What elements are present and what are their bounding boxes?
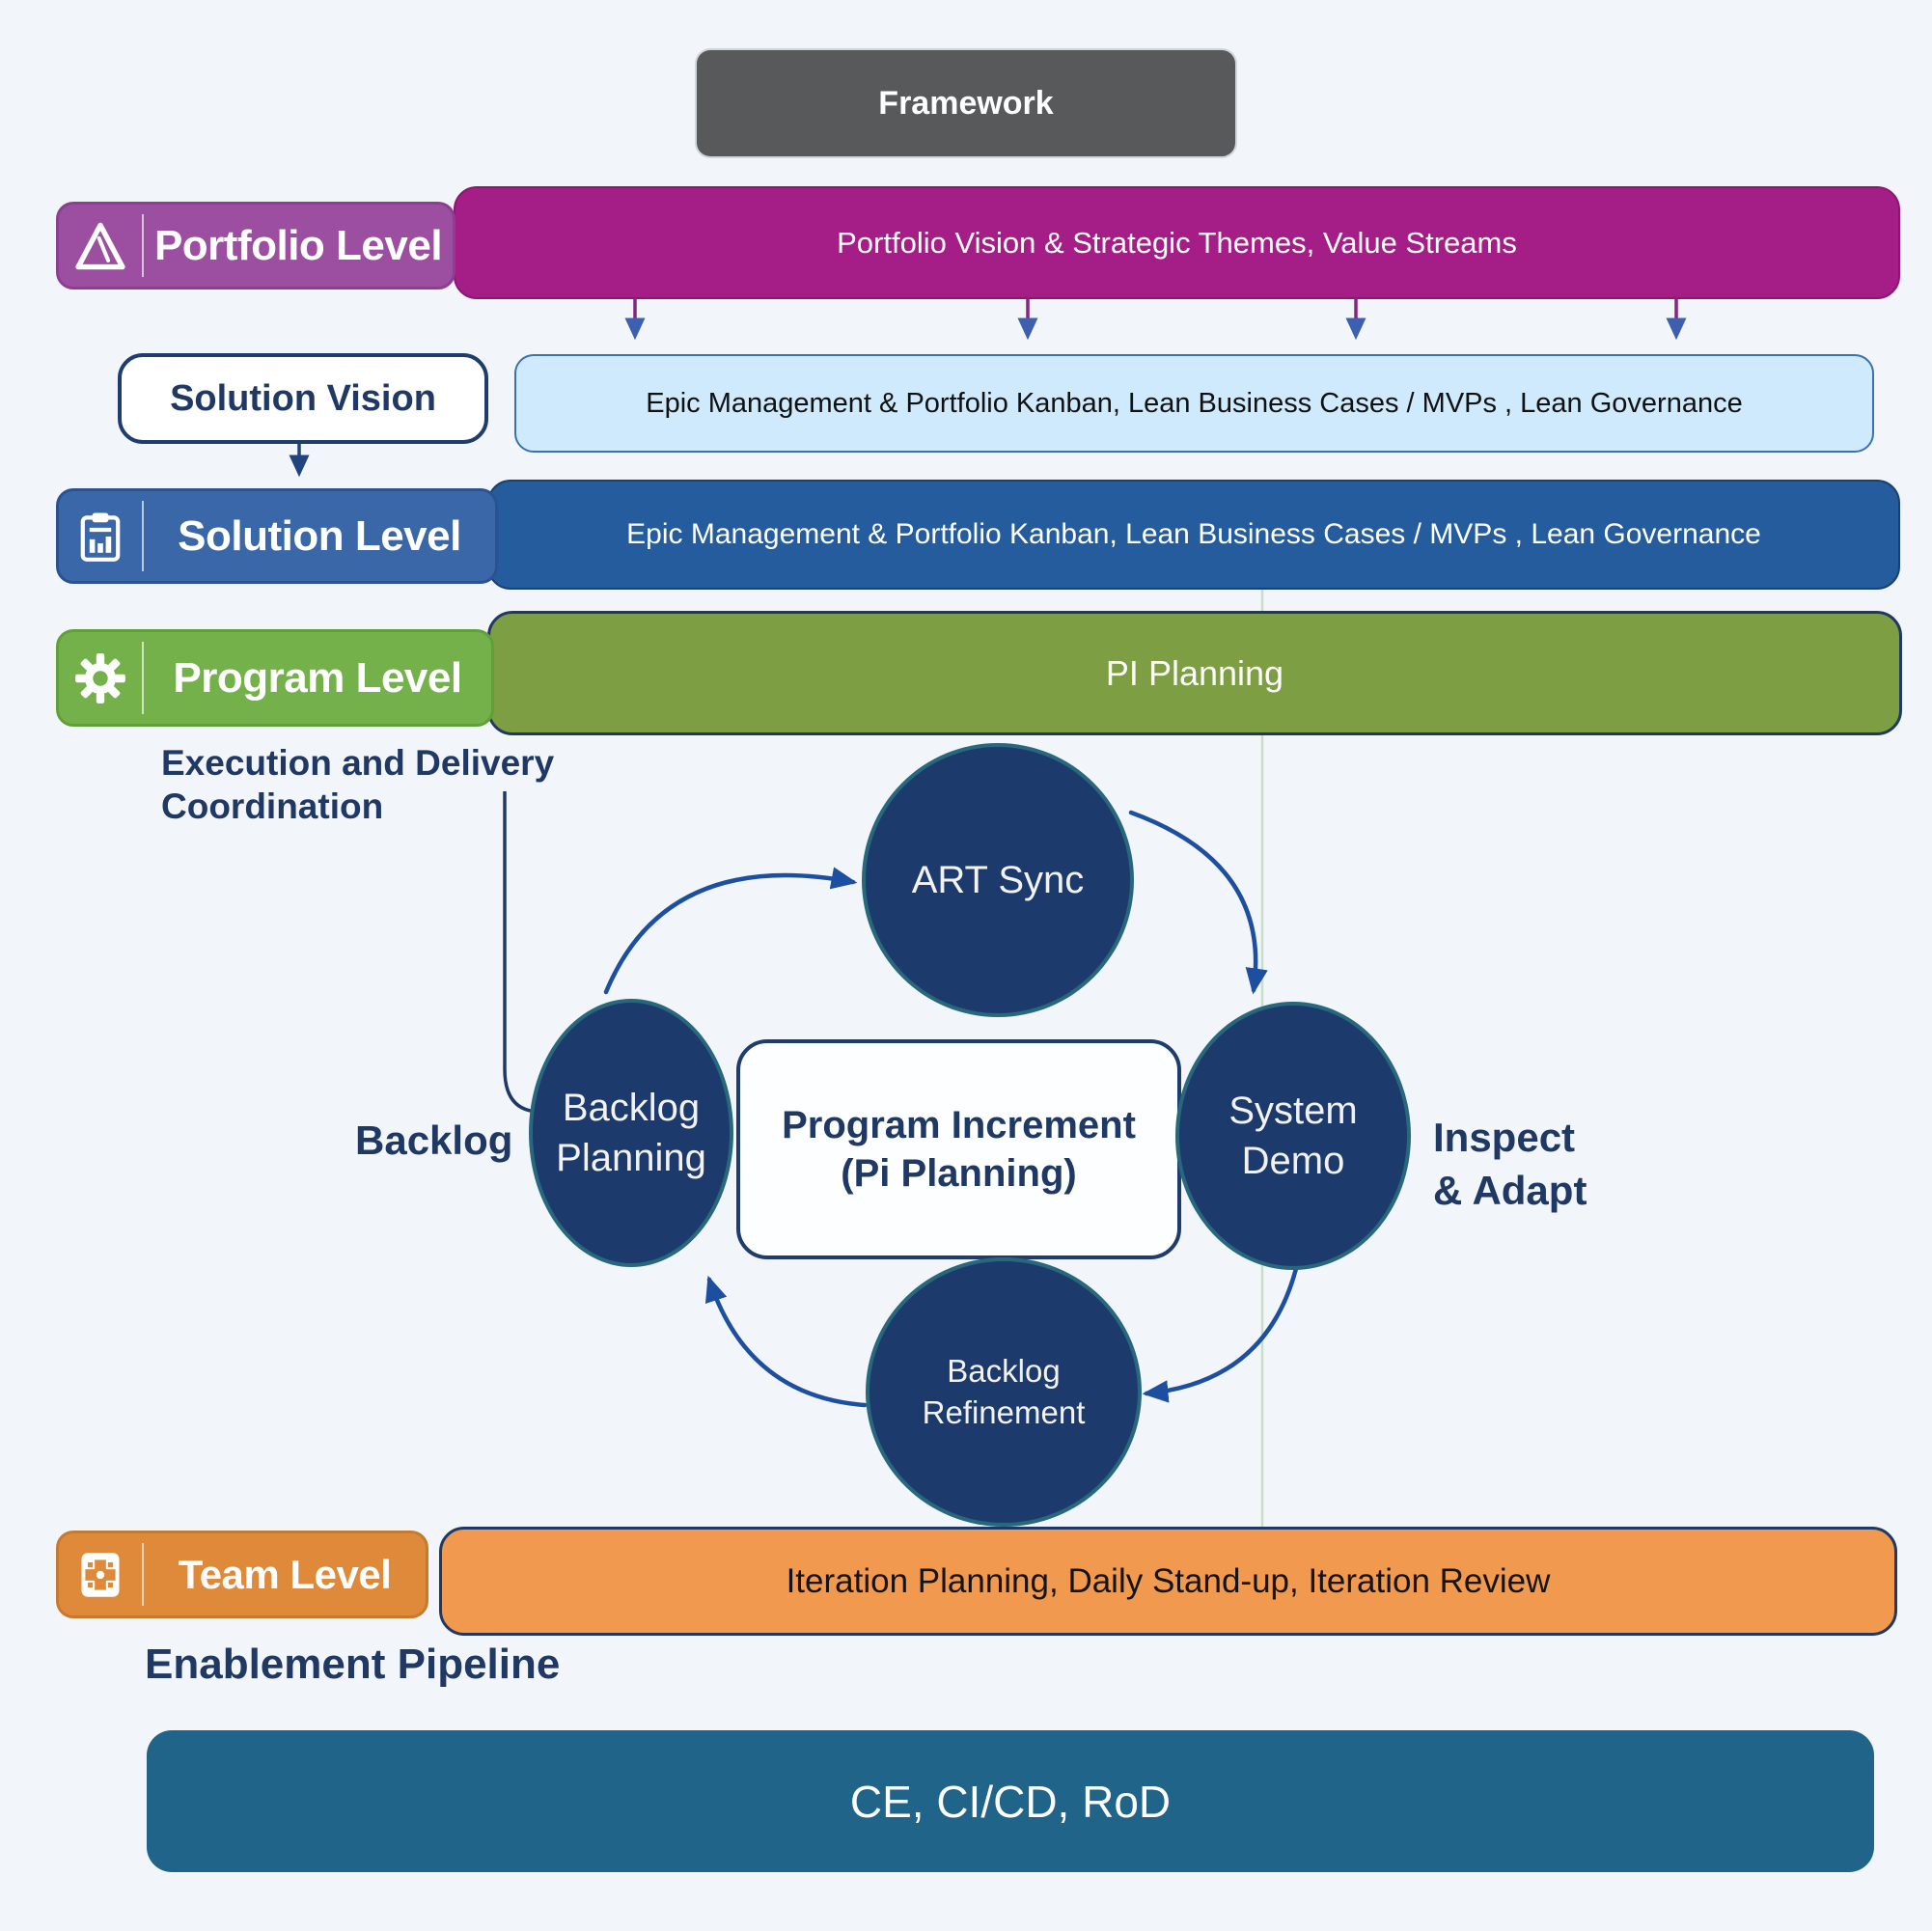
system-demo-line1: System bbox=[1228, 1090, 1358, 1132]
portfolio-vision-bar-text: Portfolio Vision & Strategic Themes, Val… bbox=[837, 225, 1517, 260]
inspect-adapt-line1: Inspect bbox=[1433, 1115, 1576, 1160]
team-level-text: Team Level bbox=[178, 1551, 392, 1597]
label-divider bbox=[142, 501, 144, 571]
label-divider bbox=[142, 1543, 144, 1606]
system-demo-circle: System Demo bbox=[1175, 1002, 1411, 1270]
inspect-adapt-line2: & Adapt bbox=[1433, 1167, 1587, 1213]
label-divider bbox=[142, 642, 144, 714]
solution-level-text: Solution Level bbox=[178, 511, 461, 560]
execution-delivery-label: Execution and Delivery Coordination bbox=[161, 741, 644, 828]
backlog-side-label: Backlog bbox=[355, 1117, 513, 1163]
backlog-planning-line1: Backlog bbox=[562, 1087, 701, 1129]
solution-level-label: Solution Level bbox=[56, 488, 498, 584]
portfolio-vision-bar: Portfolio Vision & Strategic Themes, Val… bbox=[454, 186, 1900, 299]
pi-planning-bar-text: PI Planning bbox=[1105, 652, 1284, 693]
iteration-bar-text: Iteration Planning, Daily Stand-up, Iter… bbox=[786, 1561, 1551, 1600]
portfolio-drop-arrows bbox=[624, 298, 1687, 341]
system-demo-line2: Demo bbox=[1241, 1140, 1345, 1182]
inspect-adapt-label: Inspect & Adapt bbox=[1433, 1112, 1587, 1217]
solution-vision-box: Solution Vision bbox=[118, 353, 488, 444]
program-increment-box: Program Increment (Pi Planning) bbox=[736, 1039, 1181, 1259]
backlog-refinement-circle: Backlog Refinement bbox=[866, 1257, 1142, 1527]
program-level-text: Program Level bbox=[173, 653, 462, 702]
execution-delivery-line1: Execution and Delivery bbox=[161, 743, 555, 783]
solution-vision-text: Solution Vision bbox=[170, 377, 436, 419]
clipboard-chart-icon bbox=[59, 510, 142, 564]
label-divider bbox=[142, 214, 144, 277]
pi-planning-bar: PI Planning bbox=[487, 611, 1902, 735]
execution-delivery-line2: Coordination bbox=[161, 786, 384, 827]
arrow-backlog-refinement-to-backlog-planning bbox=[704, 1275, 868, 1408]
epic-management-bar-text: Epic Management & Portfolio Kanban, Lean… bbox=[646, 387, 1743, 419]
backlog-planning-circle: Backlog Planning bbox=[529, 999, 733, 1267]
art-sync-circle: ART Sync bbox=[862, 743, 1134, 1017]
program-increment-line2: (Pi Planning) bbox=[841, 1152, 1077, 1195]
framework-title-box: Framework bbox=[697, 50, 1235, 156]
enablement-pipeline-bar: CE, CI/CD, RoD bbox=[147, 1730, 1874, 1872]
backlog-refinement-line2: Refinement bbox=[922, 1393, 1086, 1430]
gear-icon bbox=[59, 651, 142, 705]
arrow-system-demo-to-backlog-refinement bbox=[1142, 1254, 1302, 1403]
team-cross-icon bbox=[59, 1550, 142, 1600]
solution-level-bar-text: Epic Management & Portfolio Kanban, Lean… bbox=[626, 518, 1761, 550]
enablement-pipeline-bar-text: CE, CI/CD, RoD bbox=[849, 1776, 1172, 1827]
portfolio-level-text: Portfolio Level bbox=[153, 221, 443, 269]
art-sync-text: ART Sync bbox=[911, 859, 1085, 901]
framework-title: Framework bbox=[878, 84, 1054, 122]
team-level-label: Team Level bbox=[56, 1531, 428, 1618]
iteration-bar: Iteration Planning, Daily Stand-up, Iter… bbox=[439, 1527, 1897, 1636]
enablement-pipeline-label: Enablement Pipeline bbox=[145, 1641, 561, 1688]
program-level-label: Program Level bbox=[56, 629, 494, 727]
execution-connector bbox=[503, 791, 541, 1114]
solution-level-bar: Epic Management & Portfolio Kanban, Lean… bbox=[487, 480, 1900, 590]
triangle-delta-icon bbox=[59, 220, 142, 272]
portfolio-level-label: Portfolio Level bbox=[56, 202, 455, 290]
epic-management-bar: Epic Management & Portfolio Kanban, Lean… bbox=[514, 354, 1874, 453]
arrow-art-sync-to-system-demo bbox=[1128, 810, 1268, 995]
arrow-backlog-planning-to-art-sync bbox=[603, 867, 858, 995]
backlog-refinement-line1: Backlog bbox=[947, 1352, 1061, 1389]
program-increment-line1: Program Increment bbox=[782, 1104, 1136, 1146]
backlog-planning-line2: Planning bbox=[556, 1137, 706, 1179]
